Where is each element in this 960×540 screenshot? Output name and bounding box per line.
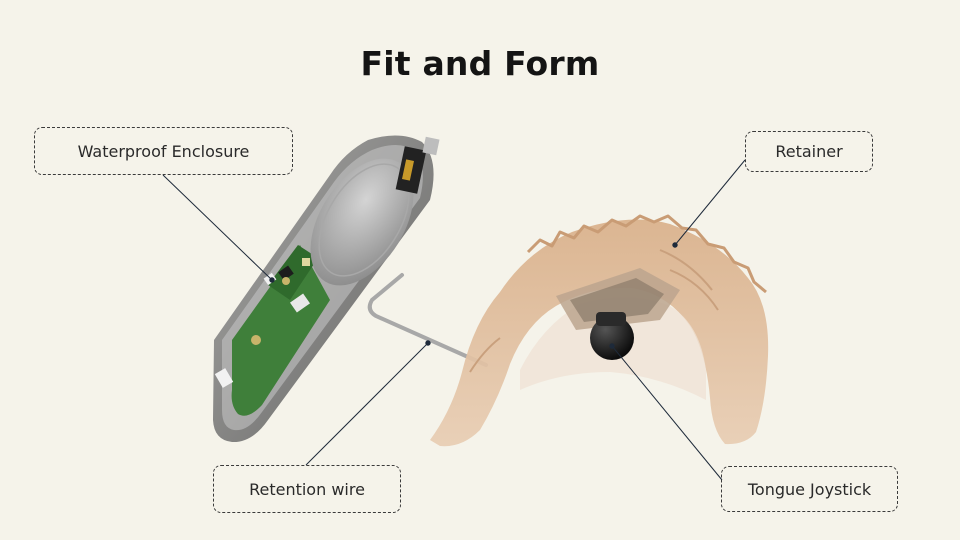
label-tongue-joystick: Tongue Joystick xyxy=(721,466,898,512)
label-retention-wire: Retention wire xyxy=(213,465,401,513)
slide-title: Fit and Form xyxy=(360,44,600,83)
retention-wire xyxy=(367,273,488,367)
label-waterproof-enclosure: Waterproof Enclosure xyxy=(34,127,293,175)
tongue-joystick-ball xyxy=(590,316,634,360)
retainer xyxy=(430,214,769,447)
label-retainer: Retainer xyxy=(745,131,873,172)
waterproof-enclosure xyxy=(213,135,440,443)
leader-lines xyxy=(162,159,746,481)
